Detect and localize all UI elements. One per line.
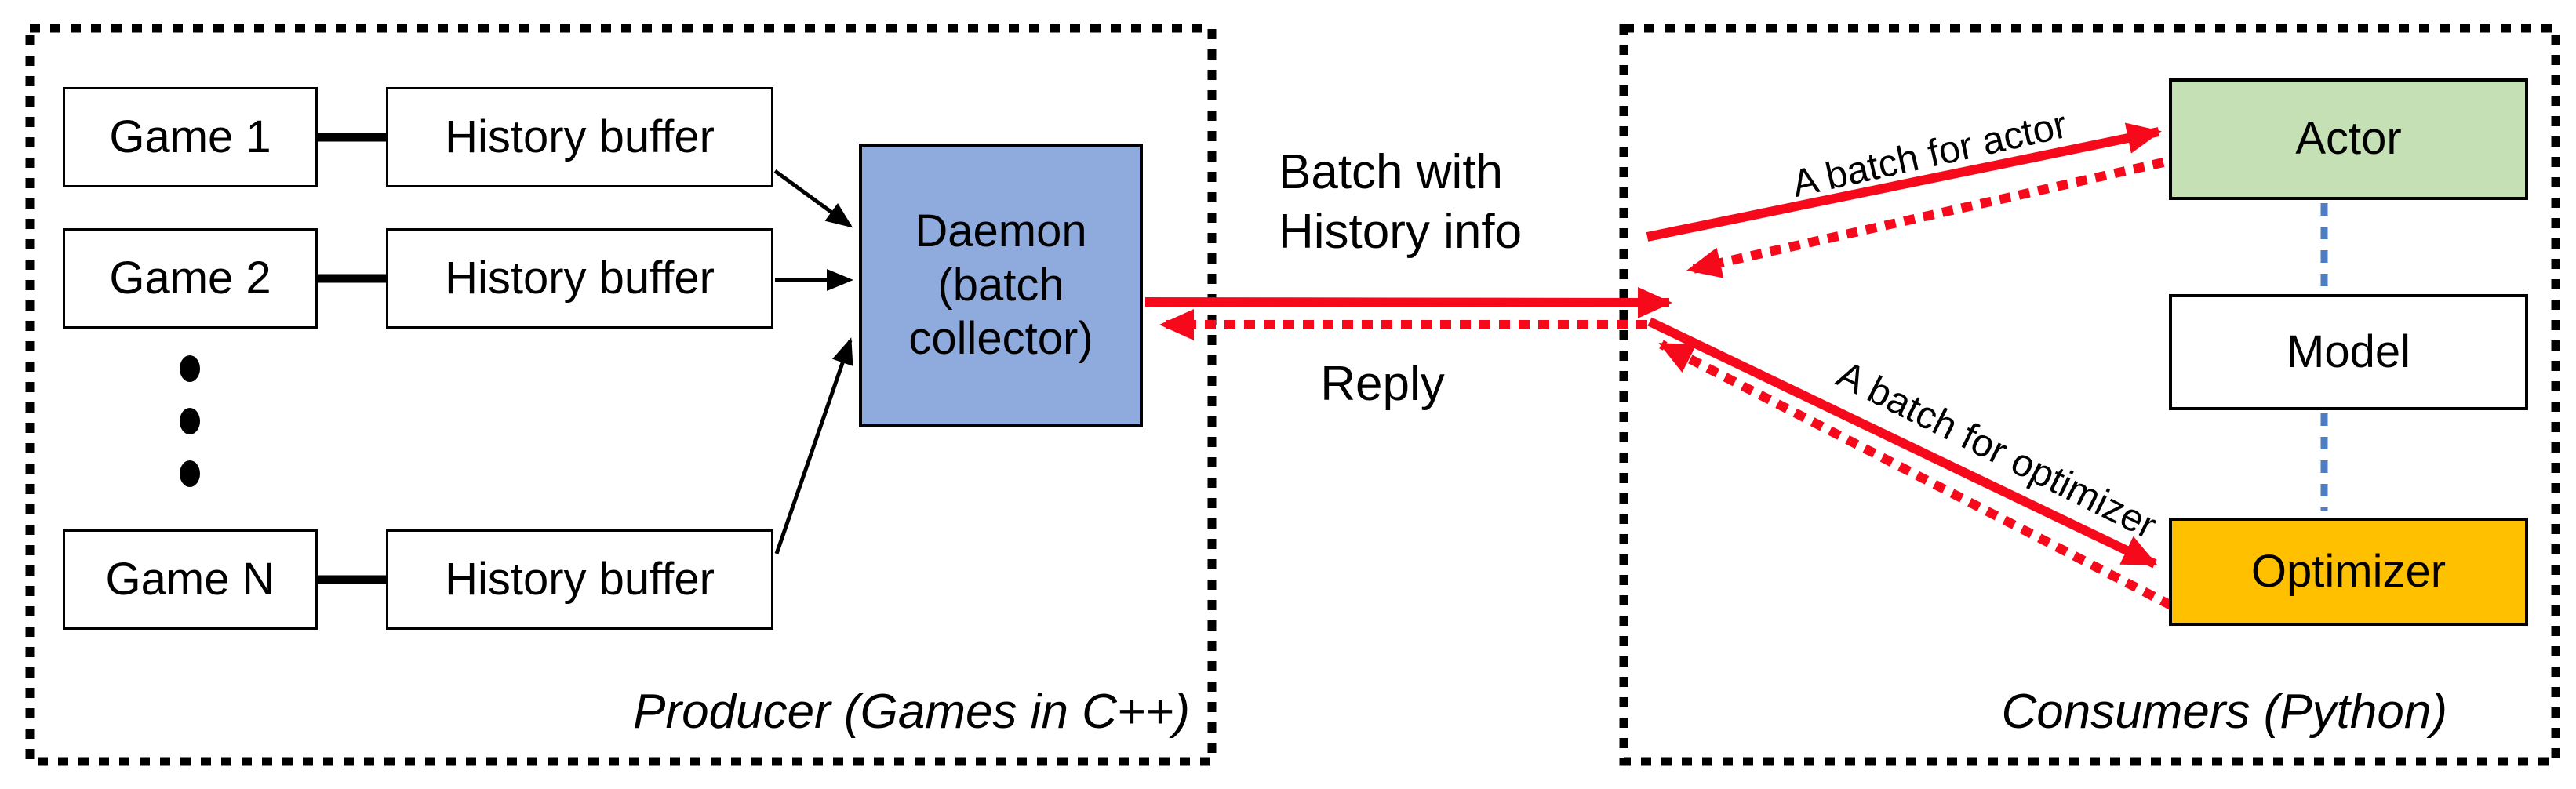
actor-reply-arrow: [1686, 158, 2165, 278]
daemon-label-line2: (batch: [937, 259, 1064, 311]
bufferN-to-daemon-arrow: [774, 337, 853, 554]
reply-label: Reply: [1320, 357, 1445, 411]
buffer1-to-daemon-arrow: [773, 169, 853, 228]
daemon-label-line1: Daemon: [915, 205, 1087, 257]
batch-label-line2: History info: [1279, 204, 1523, 259]
batch-with-history-info-label: Batch with History info: [1279, 143, 1522, 261]
daemon-label-line3: collector): [908, 313, 1093, 365]
daemon-to-consumers-batch-arrow: [1144, 286, 1672, 318]
game-n-box: Game N: [63, 529, 318, 630]
history-buffer-2-box: History buffer: [386, 228, 773, 329]
consumers-region-label: Consumers (Python): [2001, 685, 2447, 739]
daemon-batch-collector-box: Daemon (batch collector): [859, 144, 1143, 427]
game-2-box: Game 2: [63, 228, 318, 329]
model-box: Model: [2169, 294, 2528, 410]
batch-to-optimizer-arrow: [1647, 317, 2158, 569]
optimizer-reply-arrow: [1658, 340, 2174, 610]
batch-label-line1: Batch with: [1279, 145, 1504, 199]
game-1-box: Game 1: [63, 87, 318, 187]
history-buffer-1-box: History buffer: [386, 87, 773, 187]
batch-to-actor-arrow: [1646, 122, 2162, 242]
more-games-ellipsis-icon: [180, 355, 200, 487]
optimizer-box: Optimizer: [2169, 518, 2528, 626]
producer-region-label: Producer (Games in C++): [633, 685, 1190, 739]
actor-box: Actor: [2169, 78, 2528, 200]
consumers-region-border: [1619, 24, 2560, 766]
history-buffer-n-box: History buffer: [386, 529, 773, 630]
